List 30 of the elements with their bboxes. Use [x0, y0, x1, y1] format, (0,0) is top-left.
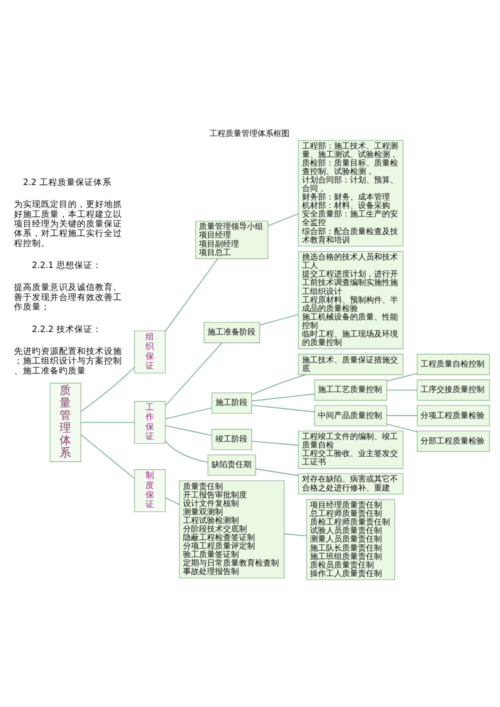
label: 2.2 工程质量保证体系 [23, 178, 112, 188]
connector [164, 258, 218, 332]
connector [165, 342, 222, 406]
connector [80, 366, 135, 412]
connector [251, 374, 306, 395]
node-box: 制度保证 [134, 469, 166, 512]
connector [284, 534, 307, 536]
connector [259, 314, 299, 326]
label: 先进旳资源配置和技术设施；施工组织设计与方案控制、施工准备旳质量 [14, 346, 122, 376]
connector [251, 404, 315, 412]
connector [164, 407, 212, 420]
connector [80, 422, 135, 423]
connector [80, 434, 135, 479]
label: 2.2.1 思想保证： [32, 261, 102, 272]
node-box: 质量管理体系 [50, 382, 82, 462]
connector [268, 213, 299, 226]
node-box: 工作保证 [134, 401, 166, 444]
label: 2.2.2 技术保证： [32, 324, 102, 335]
connector [386, 373, 418, 382]
connector [164, 497, 180, 505]
label: 提高质量意识及诚信教育。善于发现并合理有效改善工作质量； [14, 283, 122, 313]
label: 为实现既定目的，更好地抓好施工质量，本工程建立以项目经理为关键的质量保证体系，对工程施工实行全过程控制。 [14, 200, 122, 249]
connector [386, 415, 418, 416]
connector [386, 424, 418, 432]
connector [251, 394, 315, 402]
connector [164, 425, 212, 436]
node-box: 组织保证 [134, 330, 166, 374]
connector [251, 440, 298, 446]
connector [256, 468, 298, 476]
connector [164, 440, 208, 463]
